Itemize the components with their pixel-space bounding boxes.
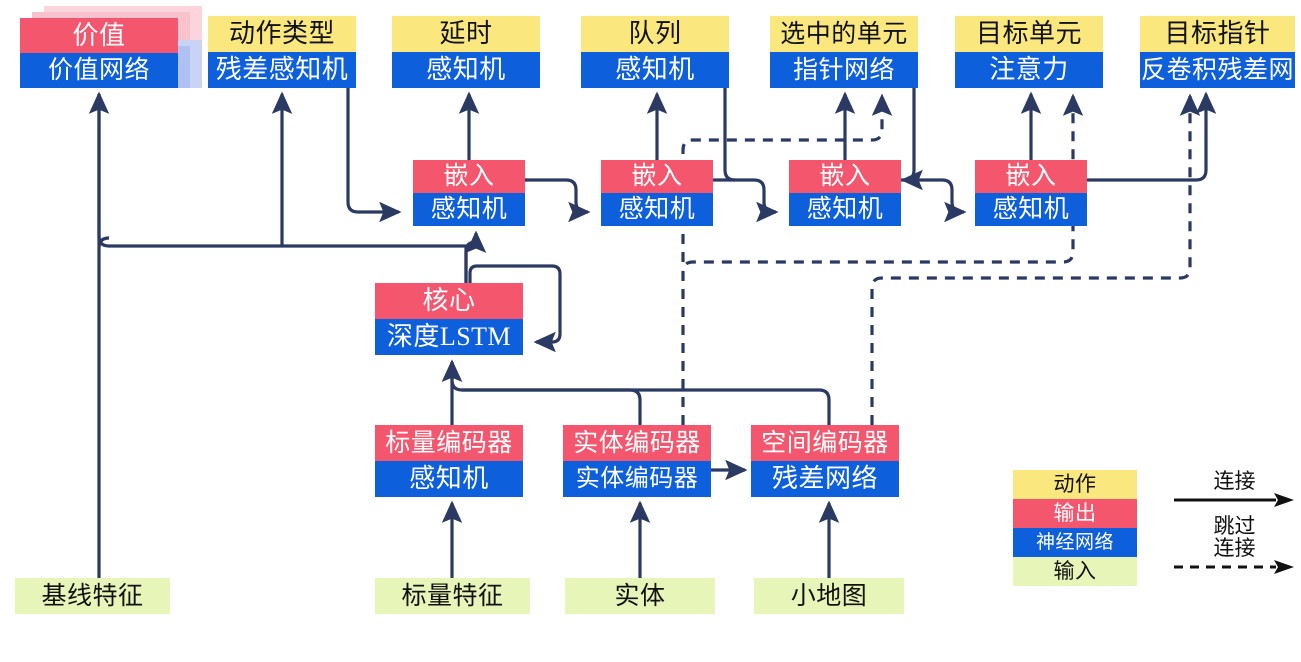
node-entity-encoder-top-label: 实体编码器 (563, 425, 711, 461)
node-core-bottom-label: 深度LSTM (375, 319, 523, 355)
legend-solid-arrow-icon (1174, 493, 1294, 508)
node-delay-top-label: 延时 (392, 16, 540, 52)
node-embed-3[interactable]: 嵌入 感知机 (789, 160, 901, 226)
edge-actiontype-to-embed1 (346, 88, 402, 223)
skip-to-selectedunit (681, 93, 893, 262)
node-minimap-input[interactable]: 小地图 (754, 578, 904, 614)
node-selected-unit[interactable]: 选中的单元 指针网络 (770, 16, 918, 88)
node-scalar-encoder-top-label: 标量编码器 (375, 425, 523, 461)
skip-entityenc-to-targetunit (681, 93, 1084, 425)
node-target-unit-bottom-label: 注意力 (955, 52, 1103, 88)
node-spatial-encoder-top-label: 空间编码器 (751, 425, 899, 461)
node-embed-1-top-label: 嵌入 (413, 160, 525, 193)
node-scalar-features[interactable]: 标量特征 (375, 578, 530, 614)
node-action-type[interactable]: 动作类型 残差感知机 (208, 16, 356, 88)
node-core-top-label: 核心 (375, 283, 523, 319)
node-queue-top-label: 队列 (581, 16, 729, 52)
legend-keys: 连接 跳过 连接 (1172, 470, 1297, 580)
node-embed-2[interactable]: 嵌入 感知机 (601, 160, 713, 226)
legend-key-dashed-label-line1: 跳过 (1213, 514, 1256, 539)
node-value-bottom-label: 价值网络 (20, 53, 178, 88)
legend-dashed-arrow-icon (1174, 560, 1294, 575)
node-scalar-encoder[interactable]: 标量编码器 感知机 (375, 425, 523, 497)
node-target-unit-top-label: 目标单元 (955, 16, 1103, 52)
node-spatial-encoder[interactable]: 空间编码器 残差网络 (751, 425, 899, 497)
legend-swatch-input: 输入 (1013, 557, 1137, 586)
node-baseline-features[interactable]: 基线特征 (15, 578, 170, 614)
node-entity-input[interactable]: 实体 (565, 578, 715, 614)
legend-swatch-action: 动作 (1013, 470, 1137, 499)
node-target-pointer-top-label: 目标指针 (1140, 16, 1295, 52)
node-embed-1-bottom-label: 感知机 (413, 193, 525, 226)
node-embed-2-bottom-label: 感知机 (601, 193, 713, 226)
node-value[interactable]: 价值 价值网络 (20, 18, 178, 88)
edge-baseline-up (97, 236, 110, 578)
legend-swatches: 动作 输出 神经网络 输入 (1013, 470, 1137, 586)
node-scalar-features-label: 标量特征 (375, 578, 530, 614)
node-embed-4-top-label: 嵌入 (975, 160, 1087, 193)
node-entity-input-label: 实体 (565, 578, 715, 614)
node-action-type-top-label: 动作类型 (208, 16, 356, 52)
node-spatial-encoder-bottom-label: 残差网络 (751, 461, 899, 497)
node-selected-unit-top-label: 选中的单元 (770, 16, 918, 52)
node-queue-bottom-label: 感知机 (581, 52, 729, 88)
node-core[interactable]: 核心 深度LSTM (375, 283, 523, 355)
node-embed-1[interactable]: 嵌入 感知机 (413, 160, 525, 226)
node-target-pointer-bottom-label: 反卷积残差网 (1140, 52, 1295, 88)
node-minimap-input-label: 小地图 (754, 578, 904, 614)
node-target-pointer[interactable]: 目标指针 反卷积残差网 (1140, 16, 1295, 88)
legend-swatch-output: 输出 (1013, 499, 1137, 528)
node-embed-3-bottom-label: 感知机 (789, 193, 901, 226)
node-delay[interactable]: 延时 感知机 (392, 16, 540, 88)
edge-entityenc-to-core (462, 388, 642, 425)
node-entity-encoder-bottom-label: 实体编码器 (563, 461, 711, 497)
node-entity-encoder[interactable]: 实体编码器 实体编码器 (563, 425, 711, 497)
edge-embed3-to-embed4 (901, 178, 967, 223)
node-embed-4-bottom-label: 感知机 (975, 193, 1087, 226)
node-value-top-label: 价值 (20, 18, 178, 53)
edge-embed4-to-targetpointer (1087, 91, 1217, 182)
node-scalar-encoder-bottom-label: 感知机 (375, 461, 523, 497)
edge-core-self-loop (468, 264, 562, 353)
edge-selected-to-embed3 (900, 88, 923, 191)
legend-key-solid-label: 连接 (1213, 469, 1256, 493)
edge-embed1-to-embed2 (525, 178, 591, 223)
node-baseline-features-label: 基线特征 (15, 578, 170, 614)
node-action-type-bottom-label: 残差感知机 (208, 52, 356, 88)
node-embed-3-top-label: 嵌入 (789, 160, 901, 193)
edge-queue-down (723, 88, 736, 182)
node-queue[interactable]: 队列 感知机 (581, 16, 729, 88)
node-target-unit[interactable]: 目标单元 注意力 (955, 16, 1103, 88)
node-delay-bottom-label: 感知机 (392, 52, 540, 88)
node-selected-unit-bottom-label: 指针网络 (770, 52, 918, 88)
legend-swatch-network: 神经网络 (1013, 528, 1137, 557)
legend-key-dashed-label-line2: 连接 (1213, 536, 1256, 561)
edge-embed2-to-embed3 (713, 178, 779, 223)
node-embed-4[interactable]: 嵌入 感知机 (975, 160, 1087, 226)
node-embed-2-top-label: 嵌入 (601, 160, 713, 193)
